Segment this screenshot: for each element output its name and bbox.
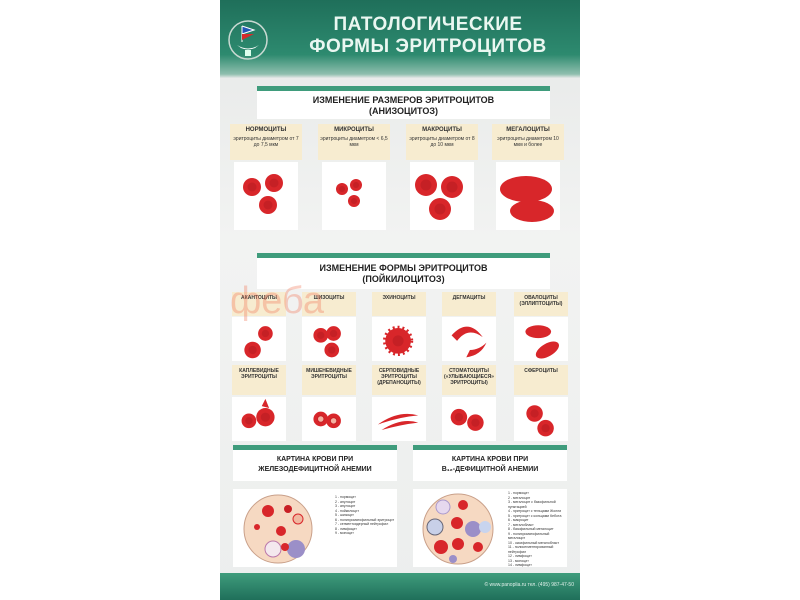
- legend-item: 14 - лимфоцит: [508, 563, 532, 567]
- legend-item: 11 - полисегментированный нейтрофил: [508, 545, 554, 554]
- cell-type-desc: эритроциты диаметром от 7 до 7,5 мкм: [233, 136, 299, 148]
- label-3: МЕГАЛОЦИТЫ эритроциты диаметром 10 мкм и …: [492, 124, 564, 160]
- footer-text: © www.panoplia.ru тел. (495) 987-47-50: [484, 582, 574, 588]
- title-line: ПАТОЛОГИЧЕСКИЕ: [333, 14, 523, 35]
- cell-image: [234, 162, 298, 230]
- label-row2-0: КАПЛЕВИДНЫЕ ЭРИТРОЦИТЫ: [232, 365, 286, 395]
- cell-image: [514, 317, 568, 361]
- legend-item: 1 - нормоцит: [508, 491, 529, 495]
- blood-smear-image: [243, 494, 313, 564]
- label-row2-1: МИШЕНЕВИДНЫЕ ЭРИТРОЦИТЫ: [302, 365, 356, 395]
- cell-image: [514, 397, 568, 441]
- legend-item: 8 - базофильный мегалоцит: [508, 527, 554, 531]
- cell-type-desc: эритроциты диаметром от 8 до 10 мкм: [409, 136, 475, 148]
- cell-image: [410, 162, 474, 230]
- label-row1-3: ДЕГМАЦИТЫ: [442, 292, 496, 316]
- poster-footer: © www.panoplia.ru тел. (495) 987-47-50: [220, 573, 580, 600]
- legend-item: 3 - мегалоцит с базофильной пунктацией: [508, 500, 556, 509]
- legend-item: 4 - эритроцит с тельцами Жолли: [508, 509, 562, 513]
- cell-type-name: МИШЕНЕВИДНЫЕ ЭРИТРОЦИТЫ: [306, 368, 352, 380]
- legend-item: 6 - макроцит: [508, 518, 529, 522]
- cell-type-name: ДЕГМАЦИТЫ: [452, 295, 486, 301]
- cell-type-name: ШИЗОЦИТЫ: [313, 295, 345, 301]
- cell-type-name: СТОМАТОЦИТЫ («УЛЫБАЮЩИЕСЯ» ЭРИТРОЦИТЫ): [444, 368, 494, 386]
- cell-image: [302, 397, 356, 441]
- section-title: B₁₂-ДЕФИЦИТНОЙ АНЕМИИ: [441, 466, 539, 473]
- legend-item: 7 - сегментоядерный нейтрофил: [335, 522, 389, 526]
- cell-type-desc: эритроциты диаметром < 6,5 мкм: [320, 136, 388, 148]
- cell-type-name: МАКРОЦИТЫ: [422, 127, 462, 133]
- cell-image: [442, 397, 496, 441]
- poster-title: ПАТОЛОГИЧЕСКИЕ ФОРМЫ ЭРИТРОЦИТОВ: [278, 14, 578, 58]
- legend-item: 10 - оксифильный мегалобласт: [508, 540, 560, 545]
- legend-item: 5 - эритроцит с кольцами Кебота: [508, 513, 562, 518]
- legend-item: 13 - моноцит: [508, 558, 529, 563]
- label-2: МАКРОЦИТЫ эритроциты диаметром от 8 до 10…: [406, 124, 478, 160]
- section-anisocytosis-header: ИЗМЕНЕНИЕ РАЗМЕРОВ ЭРИТРОЦИТОВ (АНИЗОЦИТ…: [257, 86, 550, 119]
- cell-type-name: АКАНТОЦИТЫ: [241, 295, 277, 301]
- label-row1-0: АКАНТОЦИТЫ: [232, 292, 286, 316]
- label-0: НОРМОЦИТЫ эритроциты диаметром от 7 до 7,…: [230, 124, 302, 160]
- title-line: ФОРМЫ ЭРИТРОЦИТОВ: [309, 36, 547, 57]
- legend-item: 12 - лимфоцит: [508, 554, 532, 558]
- legend-item: 5 - шизоцит: [335, 513, 354, 517]
- section-subtitle: (ПОЙКИЛОЦИТОЗ): [362, 274, 445, 284]
- cell-image: [302, 317, 356, 361]
- cell-image: [322, 162, 386, 230]
- cell-type-name: СФЕРОЦИТЫ: [524, 368, 558, 374]
- legend-item: 1 - нормоцит: [335, 495, 356, 499]
- section-subtitle: (АНИЗОЦИТОЗ): [369, 106, 438, 116]
- cell-image: [372, 397, 426, 441]
- legend-item: 4 - пойкилоцит: [335, 508, 359, 513]
- cell-type-desc: эритроциты диаметром 10 мкм и более: [497, 136, 559, 148]
- legend-item: 9 - моноцит: [335, 531, 354, 535]
- legend-item: 8 - лимфоцит: [335, 526, 357, 531]
- cell-image: [442, 317, 496, 361]
- label-row1-1: ШИЗОЦИТЫ: [302, 292, 356, 316]
- legend-item: 6 - полихроматофильный эритроцит: [335, 517, 395, 522]
- cell-type-name: МИКРОЦИТЫ: [334, 127, 374, 133]
- legend-item: 3 - анулоцит: [335, 504, 356, 508]
- iron-deficiency-header: КАРТИНА КРОВИ ПРИ ЖЕЛЕЗОДЕФИЦИТНОЙ АНЕМИ…: [233, 445, 397, 481]
- cell-image: [372, 317, 426, 361]
- poster: ПАТОЛОГИЧЕСКИЕ ФОРМЫ ЭРИТРОЦИТОВ ИЗМЕНЕН…: [220, 0, 580, 600]
- section-title: ЖЕЛЕЗОДЕФИЦИТНОЙ АНЕМИИ: [258, 466, 372, 473]
- logo-icon: [228, 20, 268, 60]
- legend-item: 7 - мегалобласт: [508, 522, 534, 527]
- cell-type-name: ОВАЛОЦИТЫ (ЭЛЛИПТОЦИТЫ): [519, 295, 563, 307]
- label-row1-2: ЭХИНОЦИТЫ: [372, 292, 426, 316]
- legend-item: 9 - полихроматофильный мегалоцит: [508, 531, 550, 541]
- poster-header: ПАТОЛОГИЧЕСКИЕ ФОРМЫ ЭРИТРОЦИТОВ: [220, 0, 580, 78]
- cell-image: [232, 317, 286, 361]
- section-title: ИЗМЕНЕНИЕ ФОРМЫ ЭРИТРОЦИТОВ: [319, 263, 488, 273]
- cell-image: [496, 162, 560, 230]
- blood-smear-image: [422, 493, 494, 565]
- section-poikilocytosis-header: ИЗМЕНЕНИЕ ФОРМЫ ЭРИТРОЦИТОВ (ПОЙКИЛОЦИТО…: [257, 253, 550, 289]
- cell-type-name: ЭХИНОЦИТЫ: [382, 295, 416, 301]
- cell-type-name: МЕГАЛОЦИТЫ: [506, 127, 550, 133]
- cell-type-name: КАПЛЕВИДНЫЕ ЭРИТРОЦИТЫ: [239, 368, 279, 380]
- watermark: феба: [230, 280, 324, 322]
- cell-type-name: СЕРПОВИДНЫЕ ЭРИТРОЦИТЫ (ДРЕПАНОЦИТЫ): [377, 368, 421, 386]
- label-1: МИКРОЦИТЫ эритроциты диаметром < 6,5 мкм: [318, 124, 390, 160]
- section-title: КАРТИНА КРОВИ ПРИ: [276, 456, 354, 463]
- cell-image: [232, 397, 286, 441]
- cell-type-name: НОРМОЦИТЫ: [245, 127, 287, 133]
- section-title: ИЗМЕНЕНИЕ РАЗМЕРОВ ЭРИТРОЦИТОВ: [312, 95, 495, 105]
- label-row2-4: СФЕРОЦИТЫ: [514, 365, 568, 395]
- label-row1-4: ОВАЛОЦИТЫ (ЭЛЛИПТОЦИТЫ): [514, 292, 568, 316]
- legend-item: 2 - анулоцит: [335, 499, 356, 504]
- label-row2-3: СТОМАТОЦИТЫ («УЛЫБАЮЩИЕСЯ» ЭРИТРОЦИТЫ): [442, 365, 496, 395]
- b12-deficiency-header: КАРТИНА КРОВИ ПРИ B₁₂-ДЕФИЦИТНОЙ АНЕМИИ: [413, 445, 567, 481]
- legend-item: 2 - мегалоцит: [508, 495, 531, 500]
- section-title: КАРТИНА КРОВИ ПРИ: [451, 456, 529, 463]
- label-row2-2: СЕРПОВИДНЫЕ ЭРИТРОЦИТЫ (ДРЕПАНОЦИТЫ): [372, 365, 426, 395]
